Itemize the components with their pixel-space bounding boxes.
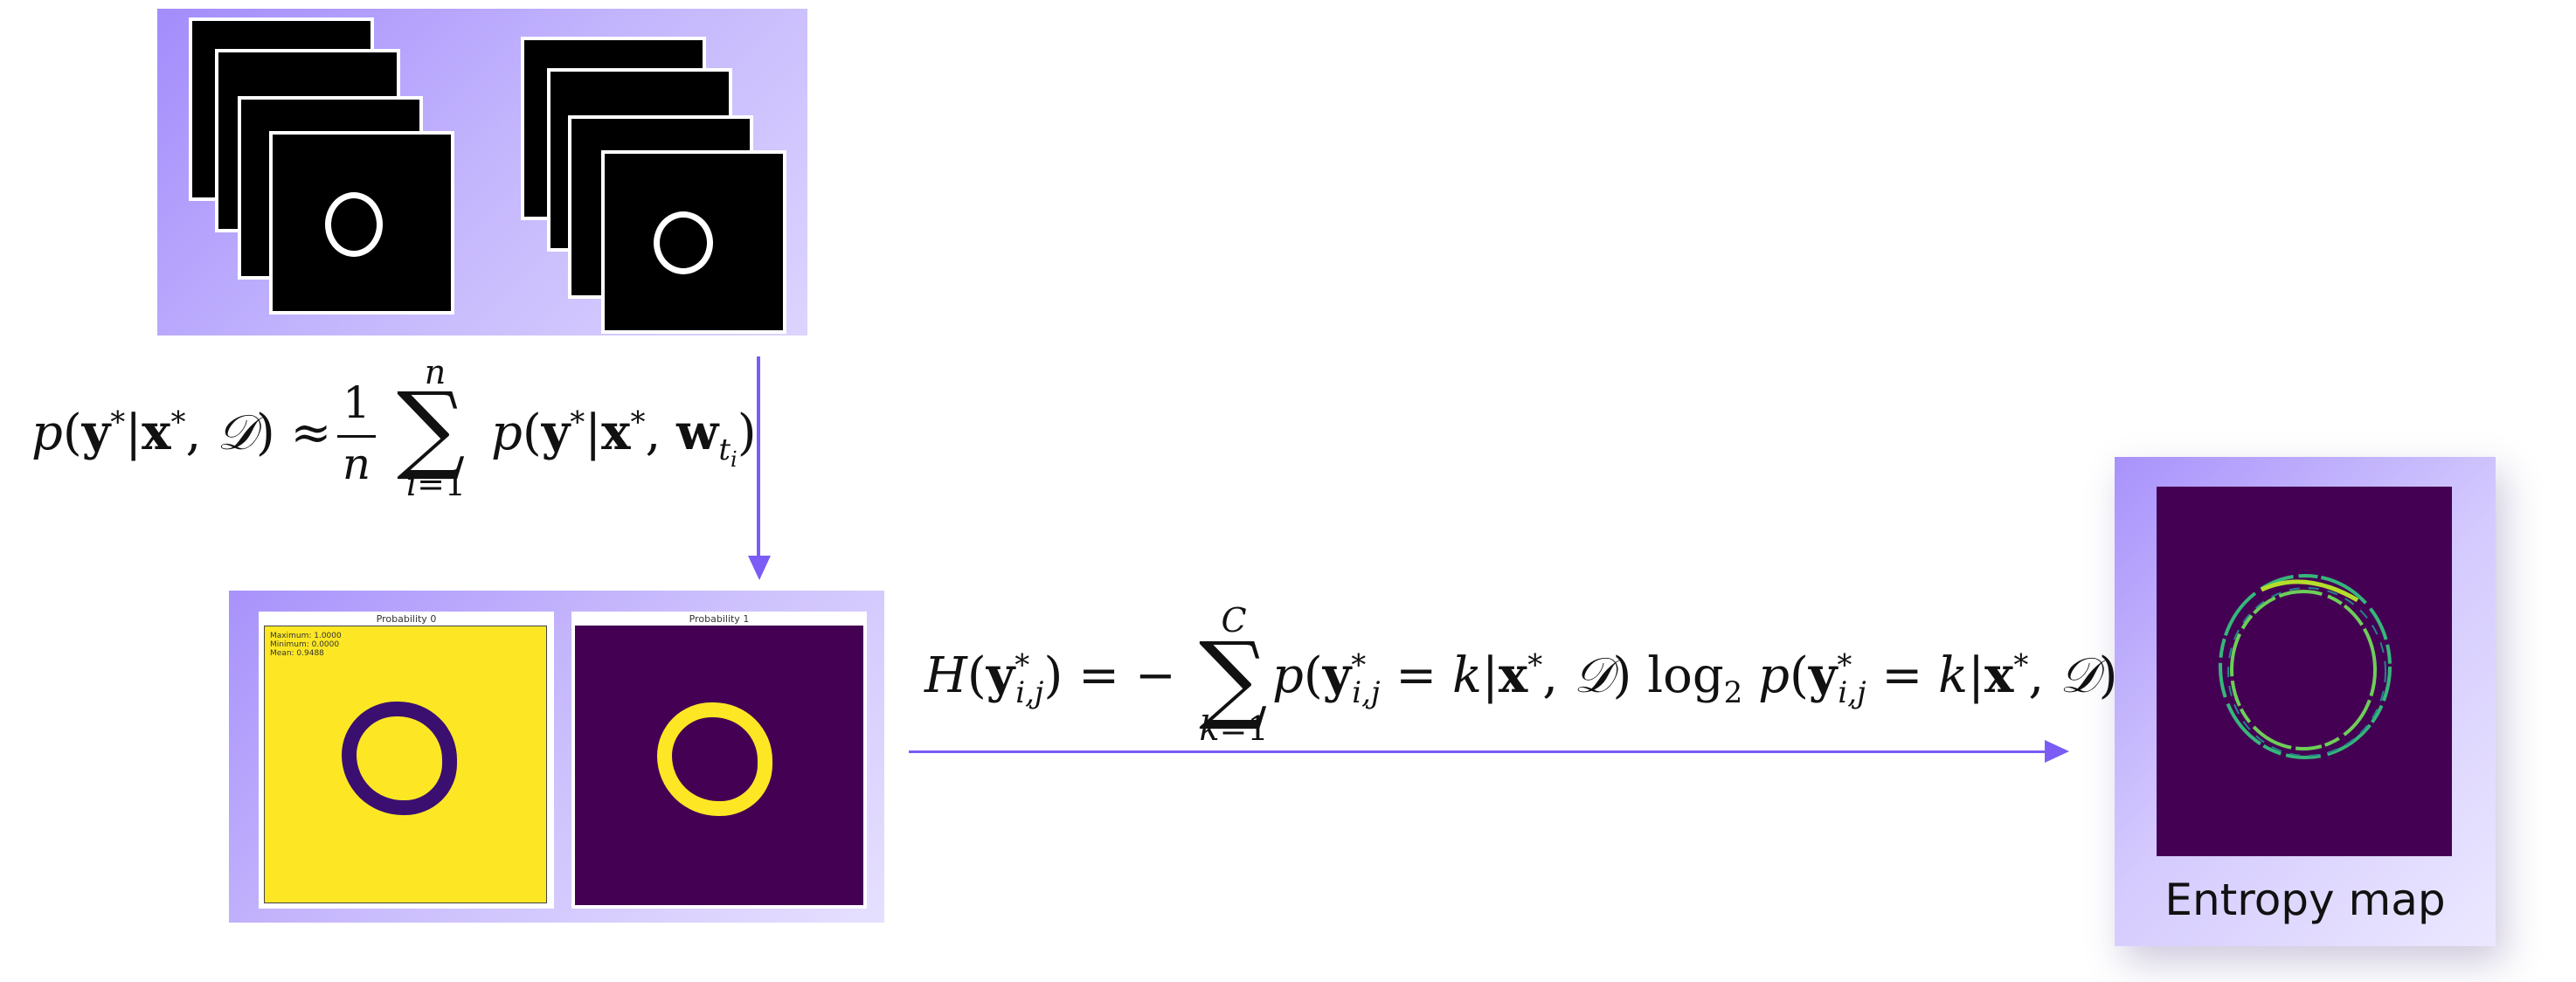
sum-lower-limit: k=1: [1199, 709, 1269, 748]
arrow-down-head: [748, 556, 771, 580]
probability-map-0: Probability 0 Maximum: 1.0000 Minimum: 0…: [259, 612, 554, 909]
entropy-ring-faint: [2227, 587, 2386, 757]
map-stats: Maximum: 1.0000 Minimum: 0.0000 Mean: 0.…: [270, 632, 342, 658]
probability-map-1: Probability 1: [571, 612, 867, 909]
entropy-formula: H(y*i,j) = − C ∑ k=1 p(y*i,j = k|x*, 𝒟) …: [924, 601, 2118, 751]
fraction-numerator: 1: [343, 377, 370, 428]
entropy-map-label: Entropy map: [2164, 875, 2446, 925]
arrow-right: [909, 750, 2060, 753]
entropy-lhs: H(y*i,j) = −: [924, 647, 1176, 711]
fraction-denominator: n: [342, 439, 371, 489]
sample-slice: [601, 150, 786, 334]
entropy-ring-inner: [2230, 590, 2377, 750]
entropy-highlight: [2260, 579, 2359, 603]
mc-samples-panel: [157, 9, 807, 335]
formula-lhs: p(y*|x*, 𝒟) ≈: [31, 404, 332, 461]
segmentation-ring: [325, 192, 383, 257]
arrow-right-head: [2045, 740, 2069, 763]
predictive-distribution-formula: p(y*|x*, 𝒟) ≈ 1 n n ∑ i=1 p(y*|x*, wti): [31, 353, 757, 515]
probability-map-title: Probability 1: [689, 613, 750, 625]
sum-upper-limit: n: [424, 353, 447, 391]
arrow-down: [757, 356, 760, 566]
probability-map-title: Probability 0: [376, 613, 437, 625]
sum-lower-limit: i=1: [405, 465, 467, 503]
summation-symbol: ∑: [397, 371, 466, 483]
entropy-ring-outer: [2219, 574, 2392, 759]
entropy-map-image: [2157, 487, 2452, 856]
entropy-rings: [2219, 574, 2392, 759]
entropy-map-panel: Entropy map: [2115, 457, 2496, 946]
stat-mean: Mean: 0.9488: [270, 649, 324, 658]
probability-map-image: Maximum: 1.0000 Minimum: 0.0000 Mean: 0.…: [264, 626, 547, 903]
formula-summand: p(y*|x*, wti): [491, 404, 757, 472]
stat-minimum: Minimum: 0.0000: [270, 640, 340, 649]
probability-maps-panel: Probability 0 Maximum: 1.0000 Minimum: 0…: [229, 591, 884, 923]
segmentation-ring: [342, 702, 457, 815]
entropy-summand: p(y*i,j = k|x*, 𝒟) log2 p(y*i,j = k|x*, …: [1272, 647, 2118, 711]
summation-symbol: ∑: [1199, 621, 1268, 733]
sum-upper-limit: C: [1221, 601, 1247, 640]
sample-slice: [269, 131, 454, 315]
fraction-bar: [337, 435, 376, 438]
segmentation-ring: [657, 702, 772, 816]
segmentation-ring: [654, 211, 713, 274]
probability-map-image: [575, 626, 863, 905]
stat-maximum: Maximum: 1.0000: [270, 632, 342, 640]
